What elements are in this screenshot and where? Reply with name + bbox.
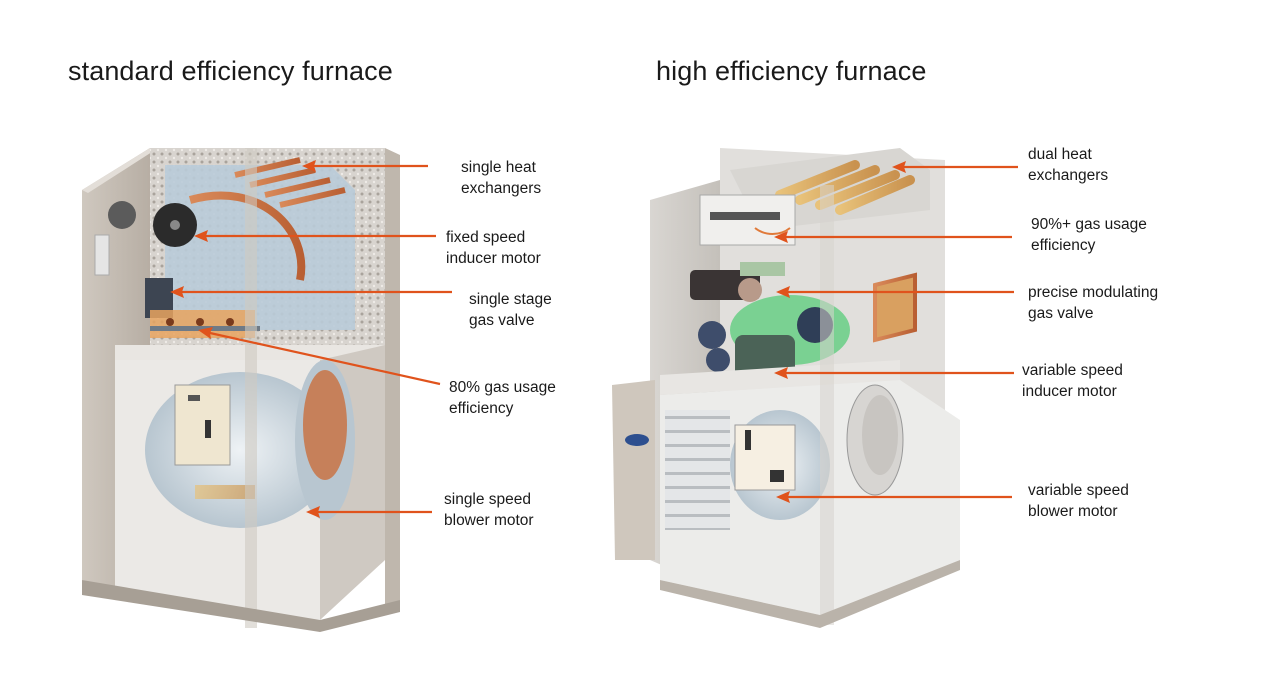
arrow-90-gas-usage-efficiency xyxy=(774,231,1012,243)
standard-heat-exchanger-housing xyxy=(165,165,355,330)
arrow-variable-speed-blower-motor xyxy=(776,491,1012,503)
arrow-precise-modulating-gas-valve xyxy=(776,286,1014,298)
high-callout-arrows xyxy=(774,161,1018,503)
label-dual-heat-exchangers: dual heat exchangers xyxy=(1028,146,1109,184)
high-furnace-title: high efficiency furnace xyxy=(656,56,927,86)
arrow-variable-speed-inducer-motor xyxy=(774,367,1014,379)
high-front-panel xyxy=(612,380,655,560)
high-control-board xyxy=(734,424,796,491)
arrow-single-stage-gas-valve xyxy=(170,286,452,298)
arrow-single-speed-blower-motor xyxy=(306,506,432,518)
label-single-heat-exchangers: single heat exchangers xyxy=(461,159,542,197)
label-variable-speed-inducer-motor: variable speed inducer motor xyxy=(1022,362,1123,400)
carrier-logo xyxy=(625,434,649,446)
arrow-80-gas-usage-efficiency xyxy=(198,327,441,386)
standard-furnace-drawing xyxy=(82,148,400,632)
arrow-dual-heat-exchangers xyxy=(892,161,1018,173)
label-precise-modulating-gas-valve: precise modulating gas valve xyxy=(1028,284,1159,322)
arrow-fixed-speed-inducer-motor xyxy=(194,230,436,242)
high-furnace-drawing xyxy=(612,148,960,628)
label-fixed-speed-inducer-motor: fixed speed inducer motor xyxy=(446,229,541,267)
label-single-stage-gas-valve: single stage gas valve xyxy=(469,291,552,329)
standard-callout-arrows xyxy=(170,160,452,518)
label-90-gas-usage-efficiency: 90%+ gas usage efficiency xyxy=(1031,216,1147,254)
label-single-speed-blower-motor: single speed blower motor xyxy=(444,491,534,529)
standard-control-board xyxy=(174,384,231,466)
pressure-switch xyxy=(108,201,136,229)
label-variable-speed-blower-motor: variable speed blower motor xyxy=(1028,482,1129,520)
arrow-single-heat-exchangers xyxy=(302,160,428,172)
high-filter-grille xyxy=(665,410,730,530)
label-80-gas-usage-efficiency: 80% gas usage efficiency xyxy=(449,379,556,417)
high-cabinet-base xyxy=(660,560,960,628)
standard-furnace-title: standard efficiency furnace xyxy=(68,56,393,86)
standard-heat-exchanger-tubes xyxy=(188,157,346,325)
standard-blower-motor xyxy=(303,370,347,480)
